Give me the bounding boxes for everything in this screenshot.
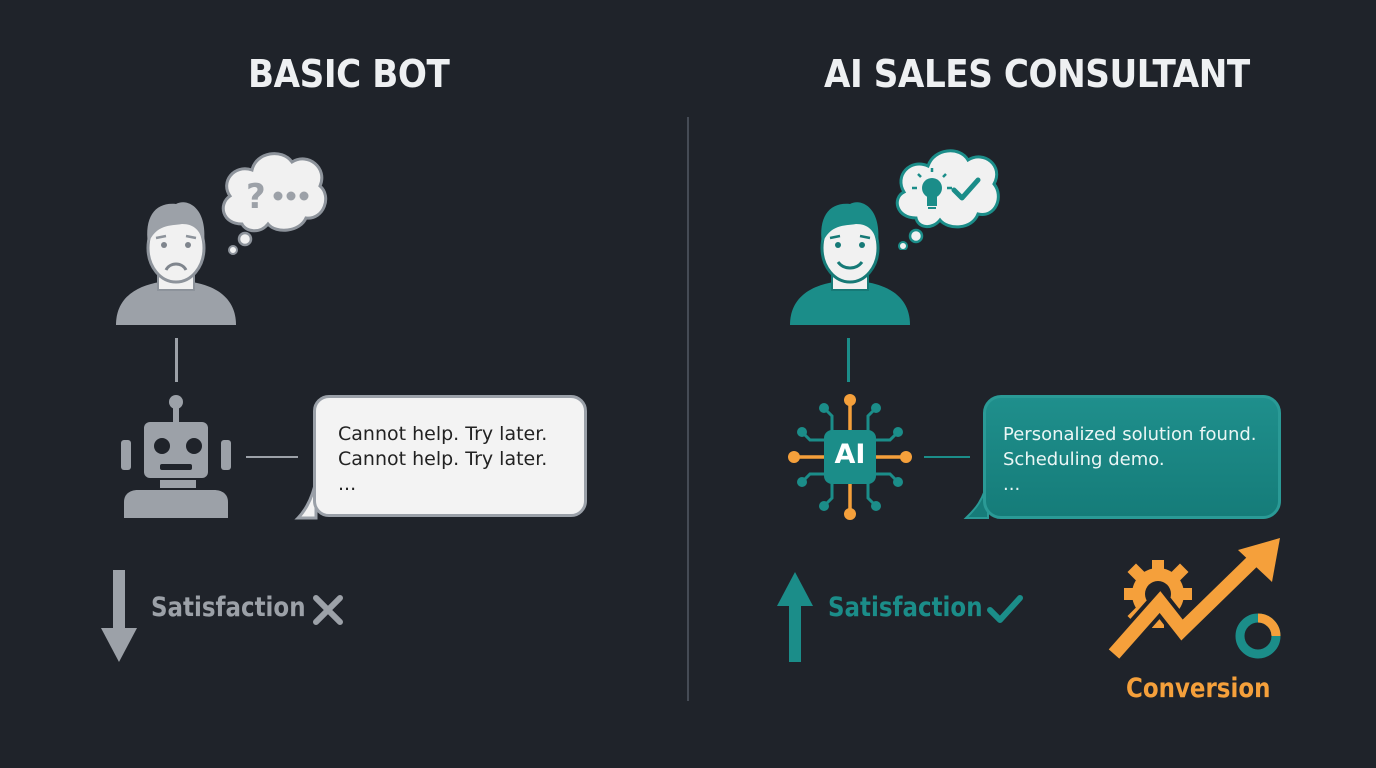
ai-chip-icon	[788, 394, 912, 520]
ai-message-line: ...	[1003, 474, 1021, 495]
bot-message-line: Cannot help. Try later.	[338, 448, 548, 470]
sad-user-icon	[116, 202, 236, 325]
bot-message-line: Cannot help. Try later.	[338, 423, 548, 445]
bot-message-line: ...	[338, 473, 357, 495]
lightbulb-icon	[912, 168, 952, 209]
basic-bot-title: BASIC BOT	[248, 52, 450, 96]
panel-divider	[687, 117, 689, 701]
connector-line	[175, 338, 178, 382]
robot-icon	[121, 395, 231, 518]
thought-cloud-icon	[895, 149, 1000, 250]
connector-line	[246, 456, 298, 458]
connector-line	[924, 456, 970, 458]
ai-message-bubble: Personalized solution found. Scheduling …	[983, 395, 1281, 519]
pie-chart-icon	[1235, 613, 1281, 659]
bot-message-bubble: Cannot help. Try later. Cannot help. Try…	[313, 395, 587, 517]
x-icon	[313, 595, 343, 625]
arrow-down-icon	[101, 570, 137, 662]
arrow-up-icon	[777, 572, 813, 662]
ai-consultant-title: AI SALES CONSULTANT	[824, 52, 1250, 96]
conversion-label: Conversion	[1126, 673, 1271, 704]
conversion-growth-icon	[1108, 538, 1281, 662]
ai-message-line: Personalized solution found.	[1003, 424, 1257, 445]
checkmark-icon	[987, 595, 1023, 623]
satisfaction-label: Satisfaction	[151, 592, 306, 623]
ai-message-line: Scheduling demo.	[1003, 449, 1165, 470]
checkmark-icon	[951, 177, 981, 201]
happy-user-icon	[790, 202, 910, 325]
question-icon: ?	[246, 177, 266, 217]
satisfaction-label: Satisfaction	[828, 592, 983, 623]
ai-chip-label: AI	[834, 439, 866, 470]
thought-cloud-icon: ?	[221, 152, 328, 255]
connector-line	[847, 338, 850, 382]
